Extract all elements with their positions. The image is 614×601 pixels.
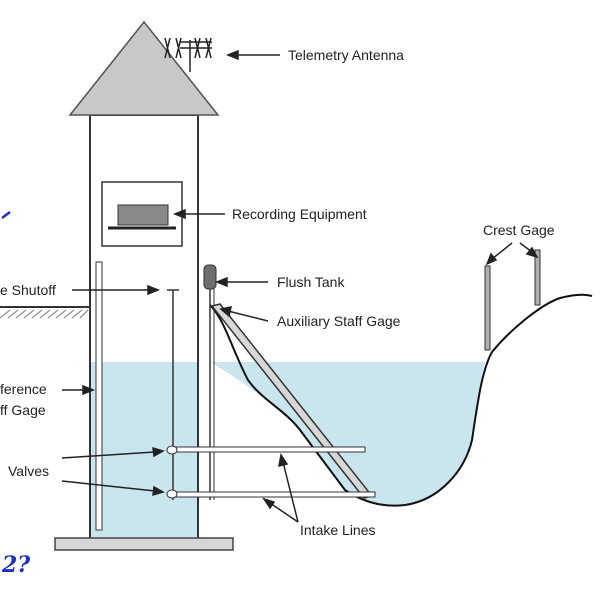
label-valves: Valves <box>8 463 49 479</box>
label-intake-lines: Intake Lines <box>300 522 376 538</box>
label-crest-gage: Crest Gage <box>483 222 555 238</box>
stream-water <box>210 362 485 506</box>
gage-house-roof <box>68 20 220 116</box>
stream-bank <box>209 293 593 507</box>
intake-line-lower <box>171 491 376 498</box>
valve-lower <box>166 489 178 499</box>
telemetry-antenna-icon <box>164 37 212 72</box>
label-reference-line2: ff Gage <box>0 402 46 418</box>
intake-line-upper <box>171 446 366 453</box>
recorder-device <box>117 204 169 226</box>
valve-upper <box>166 445 178 455</box>
reference-staff-gage <box>95 261 103 531</box>
callout-arrows <box>61 49 539 523</box>
label-reference-line1: ference <box>0 381 47 397</box>
crest-gage-post-left <box>484 265 491 351</box>
label-shutoff: e Shutoff <box>0 282 56 298</box>
flush-tank <box>203 264 217 290</box>
handwritten-dash <box>1 211 11 219</box>
handwritten-mark: 2? <box>1 552 31 578</box>
label-recording-equipment: Recording Equipment <box>232 206 367 222</box>
label-auxiliary-staff-gage: Auxiliary Staff Gage <box>277 313 401 329</box>
ground-hatch <box>0 309 89 319</box>
label-flush-tank: Flush Tank <box>277 274 345 290</box>
label-telemetry-antenna: Telemetry Antenna <box>288 47 404 63</box>
gage-house-base <box>54 537 234 551</box>
crest-gage-post-right <box>534 249 541 306</box>
